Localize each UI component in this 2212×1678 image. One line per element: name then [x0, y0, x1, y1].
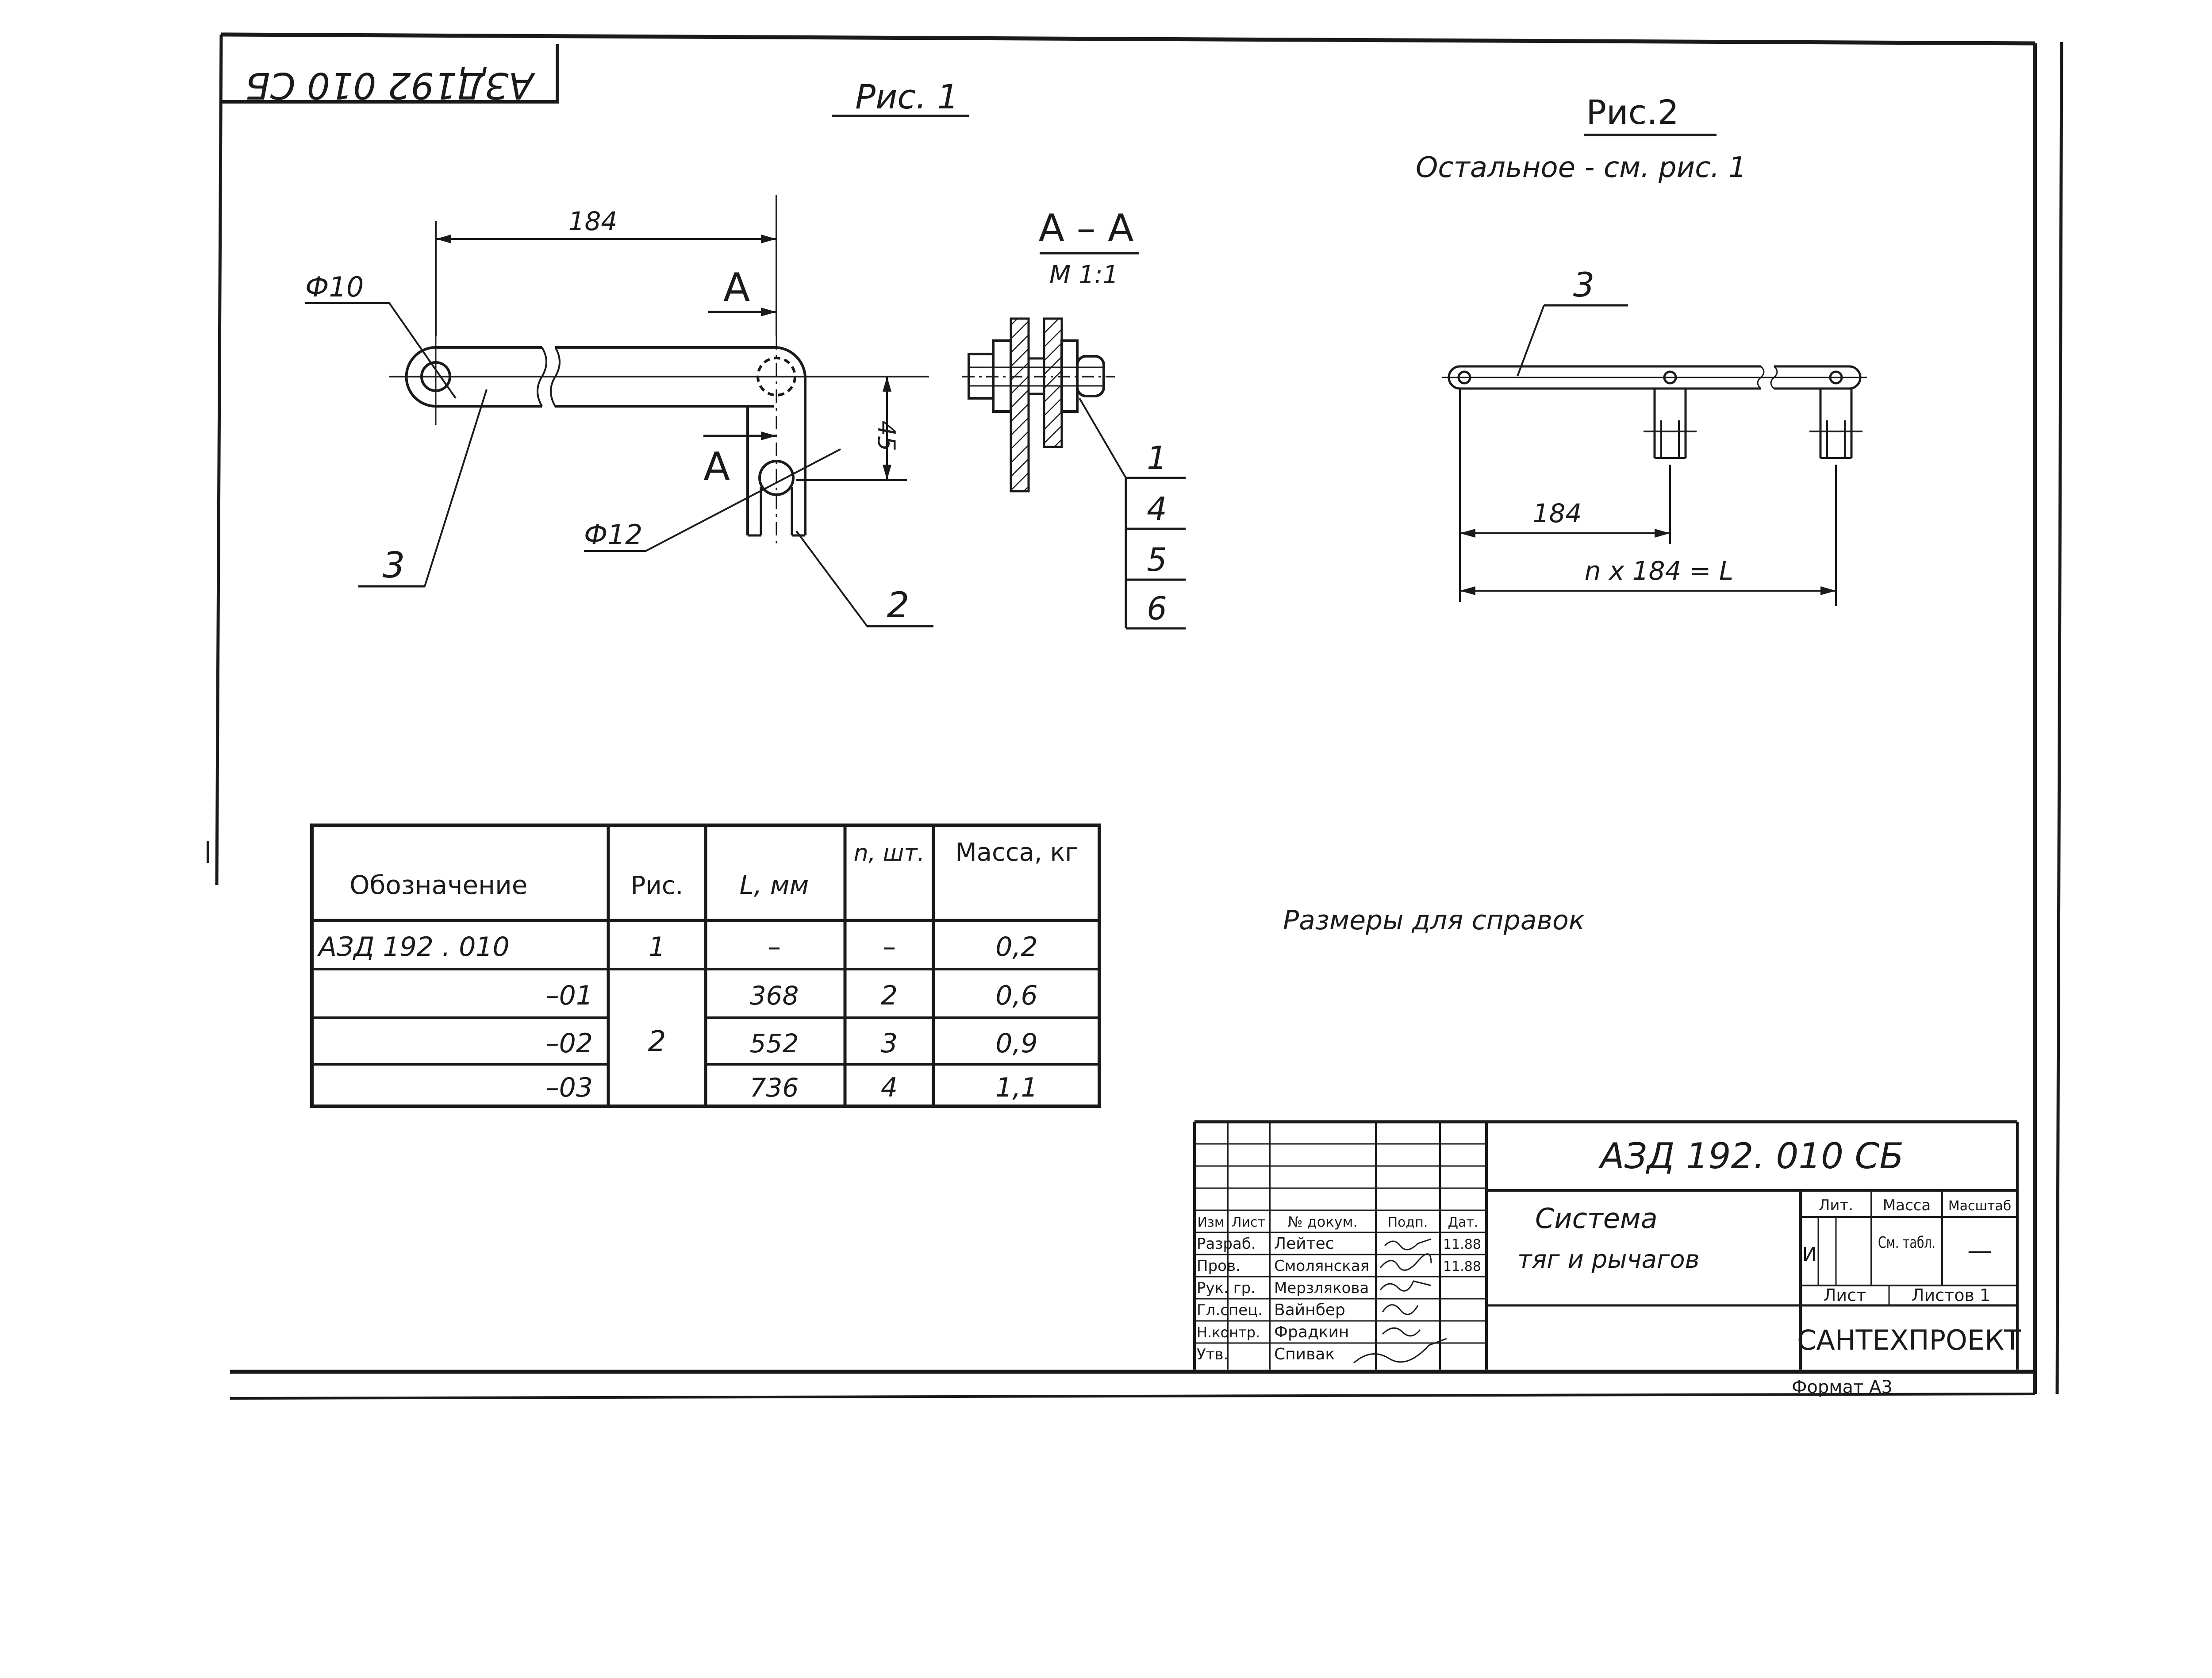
- header-count: n, шт.: [854, 840, 925, 866]
- tb-lit-value: И: [1802, 1243, 1817, 1266]
- tb-sheets-label: Листов 1: [1912, 1285, 1990, 1305]
- tb-role-2: Рук. гр.: [1197, 1279, 1256, 1297]
- tb-organization: САНТЕХПРОЕКТ: [1797, 1324, 2021, 1356]
- row3-length: 736: [750, 1073, 799, 1103]
- row1-designation: –01: [546, 980, 593, 1011]
- fig1-callout-rod: 3: [383, 545, 405, 586]
- row2-length: 552: [750, 1028, 799, 1058]
- tb-name-1: Смолянская: [1274, 1257, 1369, 1275]
- header-mass: Масса, кг: [955, 838, 1078, 867]
- tb-title-line2: тяг и рычагов: [1517, 1245, 1700, 1274]
- section-mark-top: А: [723, 265, 750, 310]
- fig2-lever-2: [1809, 389, 1863, 459]
- tb-role-4: Н.контр.: [1197, 1324, 1260, 1341]
- fig1-dim-offset: 45: [872, 421, 900, 451]
- tb-mass-label: Масса: [1883, 1197, 1931, 1214]
- tb-scale-label: Масштаб: [1948, 1198, 2012, 1214]
- row0-figure: 1: [649, 931, 665, 962]
- section-scale: М 1:1: [1049, 261, 1118, 289]
- tb-role-1: Пров.: [1197, 1257, 1240, 1275]
- section-cut-marks: А А: [703, 265, 776, 489]
- tb-title-line1: Система: [1535, 1202, 1658, 1235]
- row0-count: –: [883, 931, 896, 962]
- row1-length: 368: [750, 981, 799, 1011]
- callout-lever-2: 2: [795, 530, 933, 627]
- spec-table: Обозначение Рис. L, мм n, шт. Масса, кг …: [310, 824, 1101, 1108]
- reference-note: Размеры для справок: [1283, 905, 1585, 936]
- tb-date-0: 11.88: [1443, 1237, 1481, 1252]
- tb-role-0: Разраб.: [1197, 1235, 1256, 1253]
- header-length: L, мм: [740, 870, 809, 900]
- tb-name-2: Мерзлякова: [1274, 1279, 1369, 1297]
- signatures: [1353, 1238, 1447, 1364]
- tb-col-date: Дат.: [1448, 1215, 1479, 1230]
- row1-mass: 0,6: [995, 980, 1037, 1011]
- tb-date-1: 11.88: [1443, 1259, 1481, 1274]
- tb-lit-label: Лит.: [1819, 1197, 1853, 1214]
- section-a-a: А – А М 1:1 1 4 5 6: [962, 206, 1186, 630]
- title-block: Изм Лист № докум. Подп. Дат. Разраб. Про…: [1193, 1120, 2021, 1397]
- fig2-dim-total: n x 184 = L: [1585, 556, 1733, 586]
- figure-1: Рис. 1: [305, 77, 969, 627]
- fig1-dim-hole-large: Ф12: [584, 519, 642, 551]
- row2-count: 3: [881, 1028, 898, 1059]
- header-designation: Обозначение: [349, 870, 527, 900]
- section-callout-1: 1: [1147, 439, 1167, 477]
- row3-designation: –03: [546, 1072, 593, 1103]
- tb-col-izm: Изм: [1197, 1215, 1224, 1230]
- row0-length: –: [768, 931, 781, 962]
- section-callout-5: 5: [1147, 541, 1167, 578]
- section-mark-bottom: А: [703, 444, 730, 489]
- tb-col-list: Лист: [1232, 1215, 1265, 1230]
- section-callout-4: 4: [1147, 490, 1167, 527]
- tb-name-5: Спивак: [1274, 1345, 1335, 1363]
- row3-mass: 1,1: [995, 1072, 1037, 1103]
- row1-count: 2: [881, 980, 898, 1011]
- stamp-code: АЗД192 010 СБ: [245, 64, 535, 106]
- callout-rod-3: 3: [358, 389, 488, 588]
- dimension-184: 184: [435, 195, 777, 336]
- dimension-45: 45: [796, 376, 929, 481]
- row3-count: 4: [881, 1072, 898, 1103]
- tb-scale-value: —: [1967, 1236, 1992, 1265]
- fig2-lever-1: [1644, 389, 1697, 459]
- tb-role-3: Гл.спец.: [1197, 1301, 1263, 1319]
- header-figure: Рис.: [631, 871, 684, 900]
- fig1-callout-lever: 2: [887, 585, 910, 626]
- section-title: А – А: [1038, 206, 1134, 250]
- fig1-dim-length: 184: [568, 206, 618, 236]
- tb-mass-value: См. табл.: [1878, 1234, 1936, 1252]
- fig2-note: Остальное - см. рис. 1: [1416, 151, 1747, 184]
- row0-mass: 0,2: [995, 931, 1037, 962]
- tb-doc-code: АЗД 192. 010 СБ: [1598, 1135, 1904, 1177]
- stamp-box: АЗД192 010 СБ: [221, 44, 559, 106]
- figure-2: Рис.2 Остальное - см. рис. 1: [1416, 92, 1867, 606]
- fig2-dim-step: 184: [1533, 498, 1582, 528]
- leader-diameter-12: Ф12: [584, 448, 841, 552]
- tb-name-3: Вайнбер: [1274, 1301, 1345, 1319]
- tb-name-4: Фрадкин: [1274, 1323, 1349, 1341]
- drawing-frame: [207, 32, 2063, 1400]
- tb-format: Формат А3: [1792, 1377, 1893, 1397]
- leader-diameter-10: Ф10: [305, 271, 457, 399]
- row0-designation: АЗД 192 . 010: [317, 931, 510, 962]
- section-callout-6: 6: [1147, 590, 1167, 627]
- row1-figure: 2: [648, 1025, 666, 1058]
- tb-col-doc: № докум.: [1288, 1213, 1358, 1230]
- tb-col-sign: Подп.: [1388, 1215, 1428, 1230]
- row2-mass: 0,9: [995, 1028, 1037, 1059]
- tb-role-5: Утв.: [1197, 1346, 1228, 1363]
- tb-name-0: Лейтес: [1274, 1235, 1334, 1253]
- fig2-callout-rod: 3: [1573, 265, 1594, 304]
- fig1-dim-hole-small: Ф10: [305, 271, 364, 303]
- fig1-title: Рис. 1: [855, 77, 959, 116]
- fig2-title: Рис.2: [1586, 92, 1679, 132]
- row2-designation: –02: [546, 1028, 593, 1059]
- tb-sheet-label: Лист: [1824, 1285, 1866, 1305]
